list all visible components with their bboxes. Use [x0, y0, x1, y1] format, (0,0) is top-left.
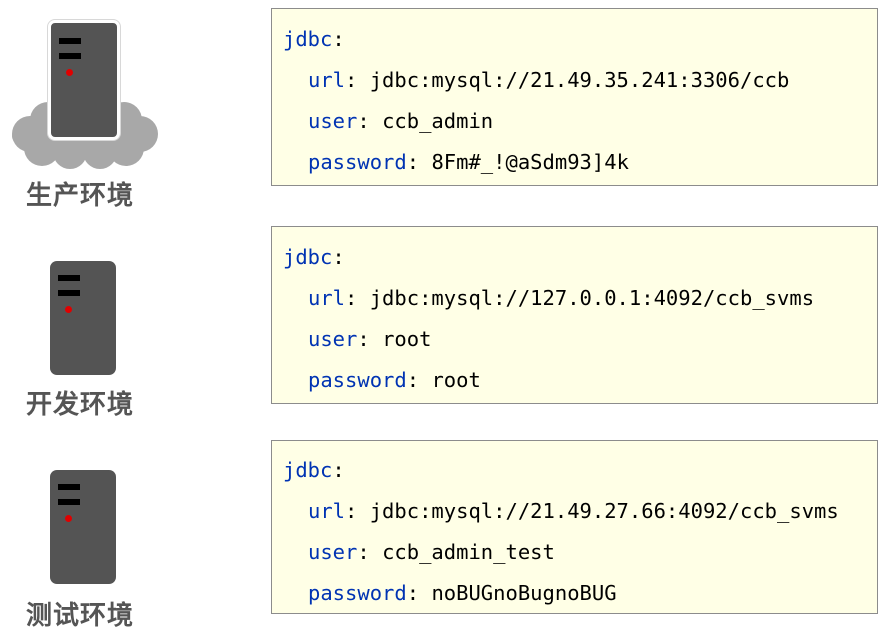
config-code-block: jdbc: url: jdbc:mysql://21.49.27.66:4092… [271, 440, 878, 614]
env-label: 开发环境 [26, 390, 135, 420]
yaml-value-url: jdbc:mysql://21.49.35.241:3306/ccb [369, 68, 790, 92]
yaml-root-key: jdbc [283, 458, 333, 482]
status-led-icon [66, 69, 73, 76]
yaml-key-password: password [308, 150, 407, 174]
drive-slot [59, 53, 81, 59]
server-icon [50, 261, 116, 375]
env-development: 开发环境 jdbc: url: jdbc:mysql://127.0.0.1:4… [26, 226, 878, 420]
drive-slot [58, 290, 80, 296]
yaml-key-password: password [308, 368, 407, 392]
server-icon [48, 20, 120, 140]
yaml-root-key: jdbc [283, 245, 333, 269]
server-icon [50, 470, 116, 584]
config-code-block: jdbc: url: jdbc:mysql://21.49.35.241:330… [271, 8, 878, 186]
drive-slot [58, 499, 80, 505]
yaml-key-url: url [308, 68, 346, 92]
yaml-value-user: root [382, 327, 432, 351]
yaml-key-password: password [308, 581, 407, 605]
yaml-key-user: user [308, 109, 358, 133]
yaml-key-user: user [308, 540, 358, 564]
yaml-value-user: ccb_admin [382, 109, 494, 133]
env-production: 生产环境 jdbc: url: jdbc:mysql://21.49.35.24… [0, 0, 888, 215]
drive-slot [58, 275, 80, 281]
config-code-block: jdbc: url: jdbc:mysql://127.0.0.1:4092/c… [271, 226, 878, 404]
yaml-value-url: jdbc:mysql://127.0.0.1:4092/ccb_svms [369, 286, 815, 310]
drive-slot [59, 38, 81, 44]
yaml-key-url: url [308, 499, 346, 523]
env-label: 生产环境 [26, 181, 135, 211]
yaml-value-user: ccb_admin_test [382, 540, 555, 564]
yaml-root-key: jdbc [283, 27, 333, 51]
yaml-value-password: noBUGnoBugnoBUG [431, 581, 617, 605]
yaml-value-password: root [431, 368, 481, 392]
status-led-icon [65, 515, 72, 522]
drive-slot [58, 484, 80, 490]
status-led-icon [65, 306, 72, 313]
yaml-value-password: 8Fm#_!@aSdm93]4k [431, 150, 629, 174]
env-label: 测试环境 [26, 601, 135, 631]
yaml-key-user: user [308, 327, 358, 351]
yaml-value-url: jdbc:mysql://21.49.27.66:4092/ccb_svms [369, 499, 839, 523]
yaml-key-url: url [308, 286, 346, 310]
